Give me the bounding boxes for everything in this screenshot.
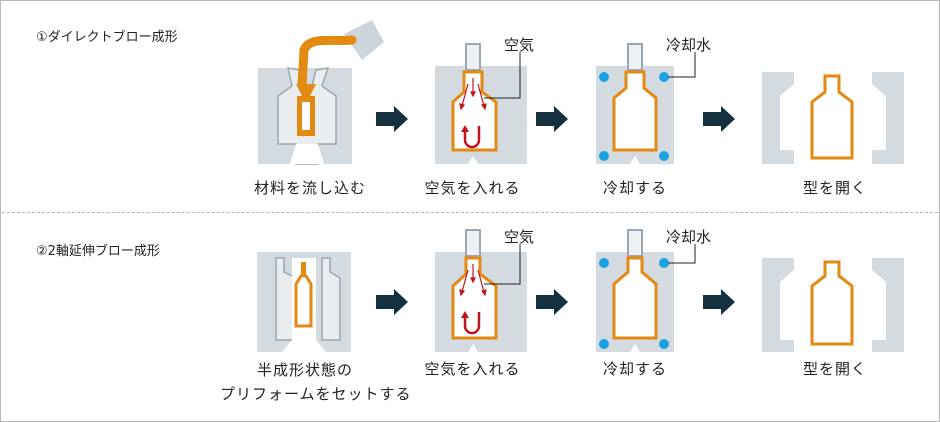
step-label-set-preform: 半成形状態の プリフォームをセットする bbox=[220, 358, 412, 406]
step-label-set-preform-line1: 半成形状態の bbox=[256, 361, 353, 379]
step-label-open-mold: 型を開く bbox=[802, 179, 867, 197]
mold-cooling-illustration bbox=[596, 43, 696, 164]
process-arrow-icon bbox=[376, 289, 408, 315]
process-arrow-icon bbox=[376, 106, 408, 132]
mold-pour-material-illustration bbox=[258, 20, 384, 165]
process-arrow-icon bbox=[536, 289, 568, 315]
mold-blow-air-illustration bbox=[435, 43, 527, 164]
step-label-pour-material: 材料を流し込む bbox=[253, 179, 366, 197]
section-title-stretch-blow: ②2軸延伸ブロー成形 bbox=[36, 244, 160, 259]
callout-air-2: 空気 bbox=[504, 228, 535, 246]
callout-coolant-2: 冷却水 bbox=[666, 228, 712, 246]
mold-open-illustration bbox=[762, 72, 904, 164]
step-label-cool-2: 冷却する bbox=[602, 360, 667, 378]
process-arrow-icon bbox=[536, 106, 568, 132]
step-label-cool: 冷却する bbox=[602, 179, 667, 197]
section-title-direct-blow: ①ダイレクトブロー成形 bbox=[36, 30, 178, 45]
step-label-set-preform-line2: プリフォームをセットする bbox=[220, 385, 412, 403]
process-arrow-icon bbox=[703, 289, 735, 315]
callout-air: 空気 bbox=[504, 36, 535, 54]
section-divider bbox=[2, 212, 938, 213]
coolant-channel-icons bbox=[599, 72, 669, 161]
step-label-open-mold-2: 型を開く bbox=[802, 360, 867, 378]
callout-coolant: 冷却水 bbox=[666, 36, 712, 54]
step-label-blow-air: 空気を入れる bbox=[424, 179, 521, 197]
process-arrow-icon bbox=[703, 106, 735, 132]
step-label-blow-air-2: 空気を入れる bbox=[424, 360, 521, 378]
